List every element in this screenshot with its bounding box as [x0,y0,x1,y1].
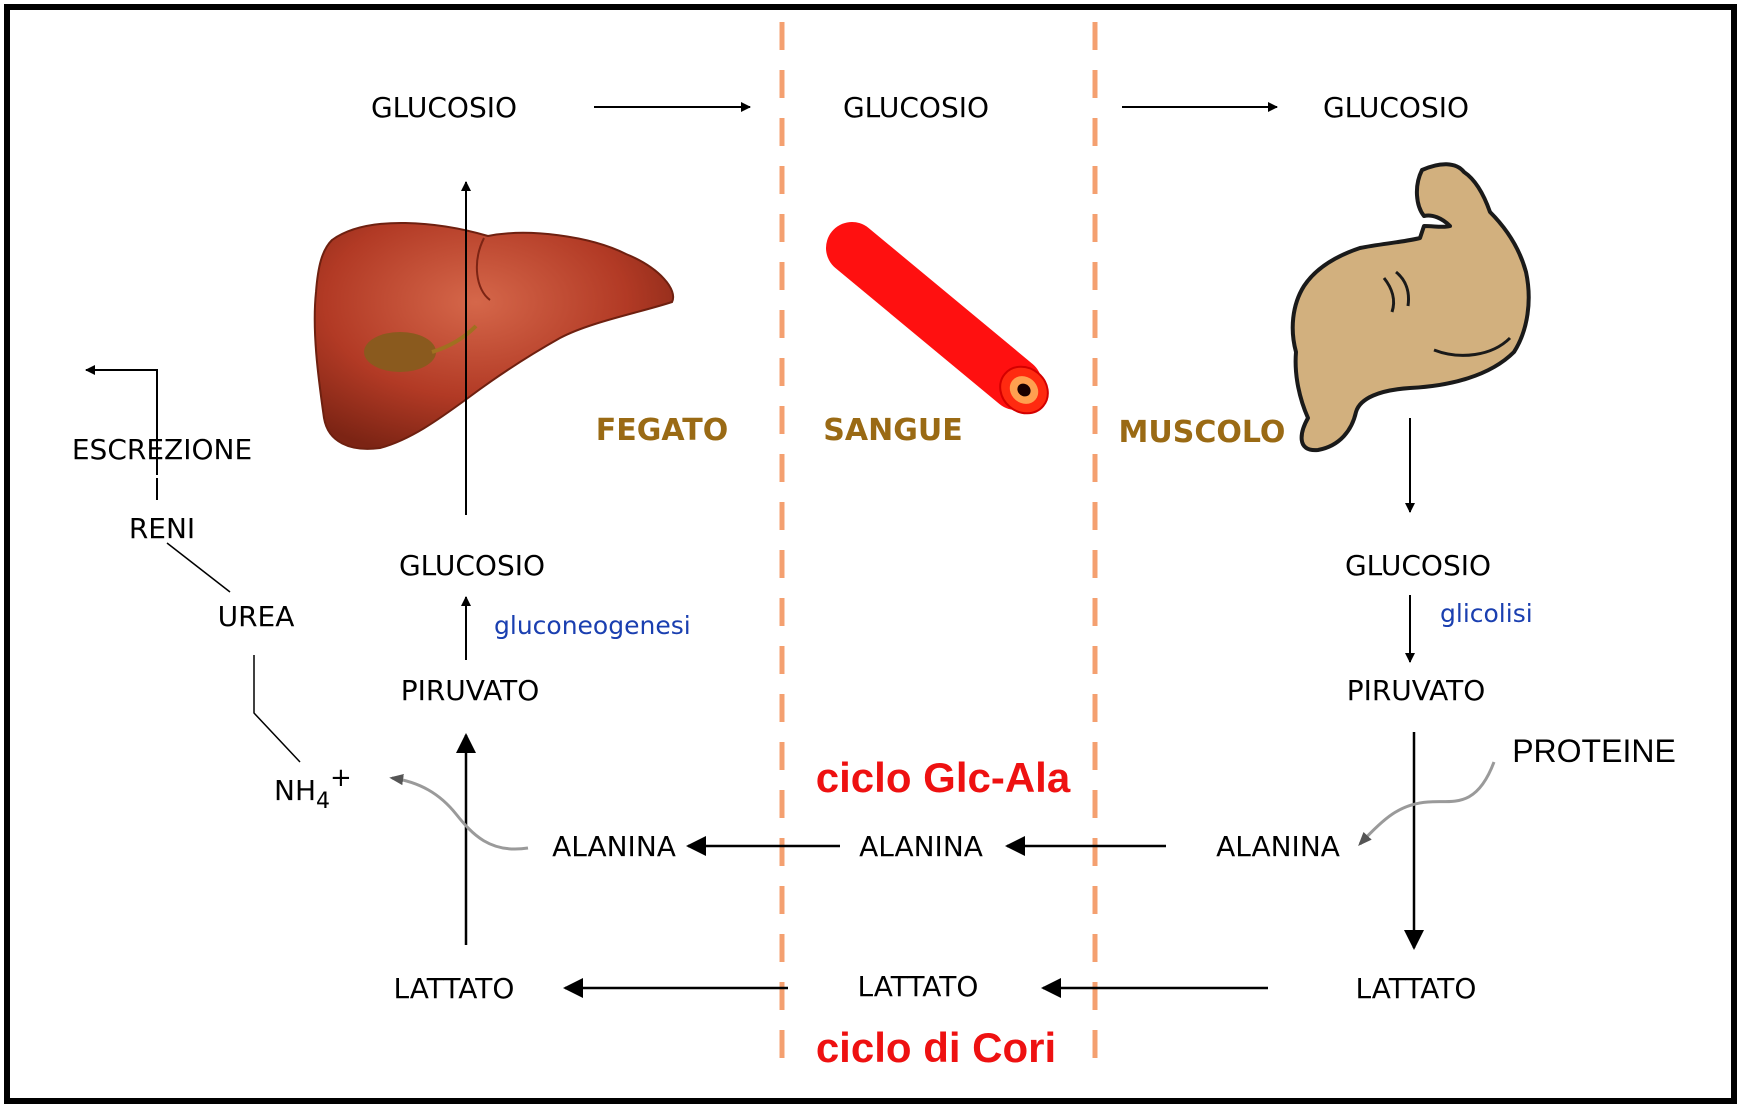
liver-lactate-label: LATTATO [394,972,515,1005]
ammonium-formula: NH [274,774,316,807]
organ-label-muscle: MUSCOLO [1119,415,1286,450]
glc-ala-cycle-label: ciclo Glc-Ala [816,754,1071,801]
organ-label-blood: SANGUE [823,413,962,448]
liver-glucose-label: GLUCOSIO [399,549,545,582]
gluconeogenesis-label: gluconeogenesi [494,611,691,640]
muscle-lactate-label: LATTATO [1356,972,1477,1005]
excretion-label: ESCREZIONE [72,433,252,466]
ammonium-superscript: + [330,763,352,793]
cori-cycle-label: ciclo di Cori [816,1024,1056,1071]
blood-alanine-label: ALANINA [859,830,983,863]
muscle-glucose-label: GLUCOSIO [1345,549,1491,582]
ammonium-subscript: 4 [316,789,330,814]
urea-label: UREA [218,600,295,633]
organ-label-liver: FEGATO [596,413,728,448]
kidneys-label: RENI [129,512,195,545]
liver-glucose-out-label: GLUCOSIO [371,91,517,124]
proteins-label: PROTEINE [1512,733,1676,769]
muscle-pyruvate-label: PIRUVATO [1347,674,1486,707]
muscle-alanine-label: ALANINA [1216,830,1340,863]
glycolysis-label: glicolisi [1440,599,1533,628]
muscle-glucose-in-label: GLUCOSIO [1323,91,1469,124]
blood-lactate-label: LATTATO [858,970,979,1003]
liver-pyruvate-label: PIRUVATO [401,674,540,707]
liver-alanine-label: ALANINA [552,830,676,863]
blood-glucose-label: GLUCOSIO [843,91,989,124]
